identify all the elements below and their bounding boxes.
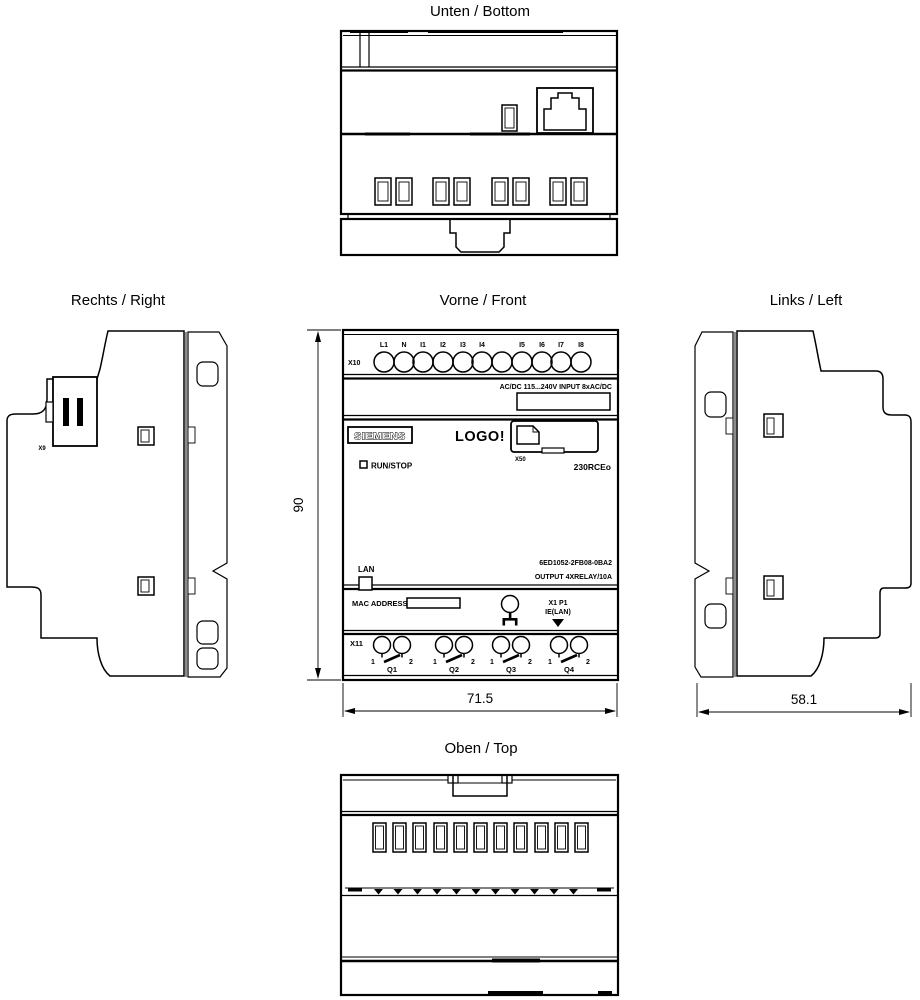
terminal-label: I7 [558, 342, 564, 349]
relay-output-q4: 1 2 Q4 [548, 635, 590, 674]
ethernet-port-marker [500, 594, 520, 614]
view-title-front: Vorne / Front [440, 292, 528, 309]
terminal-label: I5 [519, 342, 525, 349]
input-rating-label: AC/DC 115...240V INPUT 8xAC/DC [500, 384, 612, 391]
view-title-bottom: Unten / Bottom [430, 3, 530, 20]
output-label: Q2 [449, 665, 459, 674]
input-terminal-row: X10 L1 N I1 I2 I3 I4 I5 I6 I7 I8 [348, 342, 592, 373]
rj45-port-icon [536, 87, 594, 134]
terminal-block-label: X10 [348, 360, 361, 367]
mounting-hole [704, 391, 727, 418]
port-label-line1: X1 P1 [548, 600, 567, 607]
view-bottom: Unten / Bottom [339, 3, 619, 257]
dimension-height: 90 [291, 329, 341, 681]
relay-output-q3: 1 2 Q3 [490, 635, 532, 674]
siemens-logo: SIEMENS [354, 431, 405, 443]
terminal-number: 2 [586, 659, 590, 666]
run-stop-label: RUN/STOP [371, 462, 413, 471]
lan-led [358, 576, 373, 591]
terminal-number: 2 [471, 659, 475, 666]
lan-label: LAN [358, 565, 375, 574]
terminal-label: L1 [380, 342, 388, 349]
top-terminal-screws [372, 822, 589, 853]
mac-address-label: MAC ADDRESS [352, 599, 408, 608]
sd-card-icon [516, 425, 540, 445]
output-rating-label: OUTPUT 4XRELAY/10A [535, 574, 612, 581]
card-slot: X50 [510, 420, 599, 463]
expansion-connector-label: X9 [38, 446, 46, 452]
terminal-number: 1 [433, 659, 437, 666]
dim-depth-label: 58.1 [791, 692, 817, 707]
terminal-number: 2 [409, 659, 413, 666]
output-terminal-row: X11 1 2 Q1 1 2 Q2 1 [350, 635, 590, 674]
card-slot-label: X50 [515, 457, 526, 463]
side-clip [137, 576, 155, 596]
output-label: Q3 [506, 665, 516, 674]
side-clip [763, 575, 784, 600]
run-stop-led [359, 460, 368, 469]
terminal-label: I6 [539, 342, 545, 349]
mounting-hole [196, 620, 219, 645]
dim-height-label: 90 [291, 497, 306, 512]
view-title-left: Links / Left [770, 292, 843, 309]
relay-output-q1: 1 2 Q1 [371, 635, 413, 674]
view-front: Vorne / Front X10 L1 N I1 I2 I3 I4 I5 I6… [341, 292, 620, 682]
output-label: Q1 [387, 665, 397, 674]
mounting-hole [196, 647, 219, 670]
expansion-connector: X9 [38, 376, 98, 452]
terminal-label: I3 [460, 342, 466, 349]
left-body-profile [736, 330, 912, 677]
dimension-width: 71.5 [342, 683, 618, 717]
terminal-label: I8 [578, 342, 584, 349]
terminal-block-label: X11 [350, 639, 363, 648]
triangle-down-icon [552, 619, 564, 627]
network-icon [502, 613, 518, 626]
view-title-right: Rechts / Right [71, 292, 166, 309]
relay-output-q2: 1 2 Q2 [433, 635, 475, 674]
right-rear-plate [187, 331, 228, 678]
vent-hatch-row [341, 887, 618, 897]
front-housing-outline [341, 328, 620, 682]
order-number: 6ED1052-2FB08-0BA2 [539, 560, 612, 567]
mounting-hole [196, 361, 219, 387]
view-right: Rechts / Right X9 [6, 292, 228, 678]
terminal-number: 1 [371, 659, 375, 666]
rating-plate [516, 392, 611, 411]
view-title-top: Oben / Top [444, 740, 517, 757]
terminal-number: 1 [490, 659, 494, 666]
din-clip [447, 774, 513, 797]
dimension-depth: 58.1 [696, 683, 912, 717]
side-clip [137, 426, 155, 446]
left-rear-plate [694, 331, 734, 678]
terminal-label: I1 [420, 342, 426, 349]
terminal-label: I4 [479, 342, 485, 349]
run-stop-indicator: RUN/STOP [359, 460, 413, 471]
terminal-number: 2 [528, 659, 532, 666]
product-logo: LOGO! [455, 429, 505, 445]
terminal-label: N [401, 342, 406, 349]
terminal-number: 1 [548, 659, 552, 666]
side-clip [763, 413, 784, 438]
mac-address-field [406, 597, 461, 609]
bottom-small-connector [501, 104, 518, 132]
model-label: 230RCEo [574, 462, 611, 472]
edge-mark [428, 30, 563, 33]
bottom-terminal-screws [374, 177, 588, 206]
siemens-logo-box [347, 426, 413, 444]
view-left: Links / Left [694, 292, 912, 678]
edge-mark [350, 30, 408, 33]
bottom-base-outline [339, 217, 619, 257]
din-clip [449, 219, 511, 253]
dim-width-label: 71.5 [467, 691, 493, 706]
port-label-line2: IE(LAN) [545, 609, 571, 616]
terminal-label: I2 [440, 342, 446, 349]
output-label: Q4 [564, 665, 575, 674]
mounting-hole [704, 603, 727, 629]
view-top: Oben / Top [339, 740, 620, 997]
